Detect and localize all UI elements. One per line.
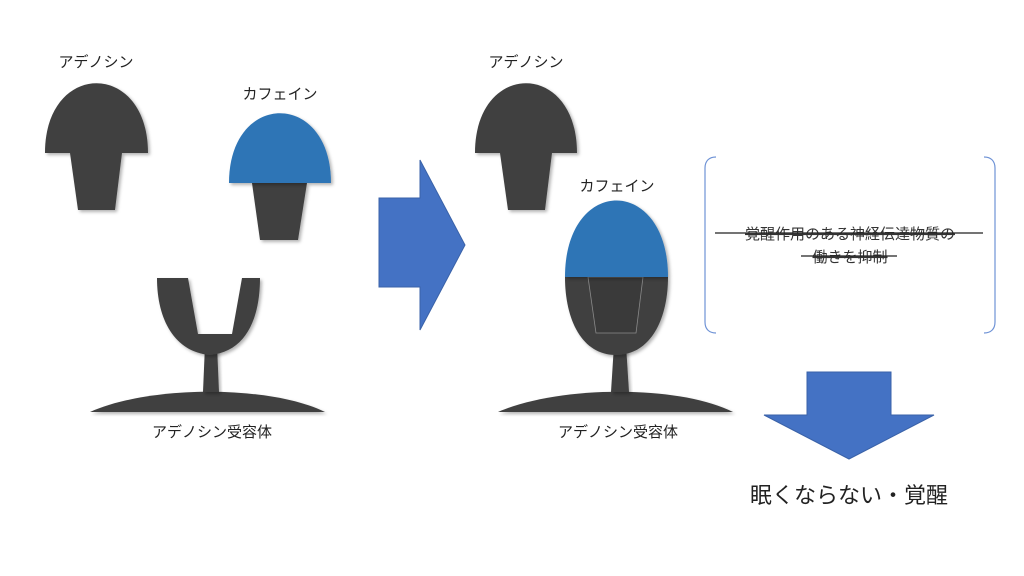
- adenosine-receptor-left: アデノシン受容体: [90, 278, 325, 441]
- note-line-1: 覚醒作用のある神経伝達物質の: [745, 225, 955, 243]
- adenosine-molecule-left: アデノシン: [45, 53, 148, 210]
- caffeine-label-right: カフェイン: [579, 177, 654, 195]
- adenosine-label-left: アデノシン: [58, 53, 133, 71]
- adenosine-label-right: アデノシン: [488, 53, 563, 71]
- receptor-label-left: アデノシン受容体: [152, 423, 272, 441]
- receptor-label-right: アデノシン受容体: [558, 423, 678, 441]
- caffeine-molecule-left: カフェイン: [229, 85, 331, 240]
- receptor-with-caffeine: カフェイン アデノシン受容体: [498, 177, 733, 441]
- adenosine-molecule-right: アデノシン: [475, 53, 577, 210]
- note-box: 覚醒作用のある神経伝達物質の 働きを抑制: [704, 156, 996, 334]
- result-text: 眠くならない・覚醒: [750, 484, 948, 509]
- down-arrow-icon: [763, 371, 935, 460]
- caffeine-label-left: カフェイン: [242, 85, 317, 103]
- right-arrow-icon: [378, 159, 466, 331]
- note-line-2: 働きを抑制: [812, 248, 887, 266]
